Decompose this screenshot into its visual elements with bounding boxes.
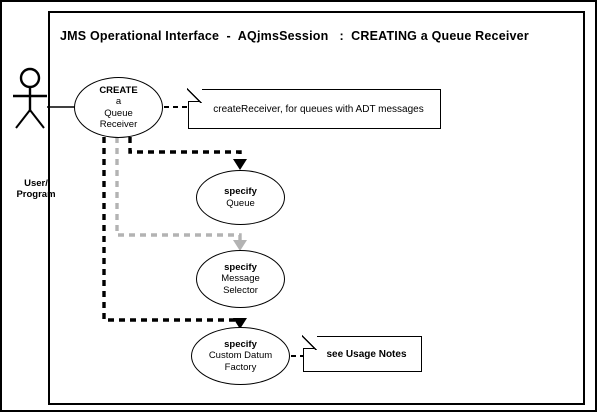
usecase-create-queue-receiver[interactable]: CREATE a Queue Receiver [74, 77, 163, 138]
usecase-line: CREATE [99, 85, 138, 97]
note-body [303, 336, 422, 372]
usecase-line: Queue [104, 107, 133, 119]
actor-label: User/Program [6, 178, 66, 200]
actor-label-line2: Program [16, 189, 56, 200]
system-boundary-box [48, 11, 585, 405]
usecase-line: Message [221, 273, 260, 285]
note-fold-corner-icon [187, 88, 202, 103]
usecase-specify-message-selector[interactable]: specify Message Selector [196, 250, 285, 308]
usecase-line: specify [224, 338, 257, 350]
actor-label-line1: User/ [24, 178, 48, 189]
note-fold-corner-icon [302, 335, 317, 350]
usecase-line: a [115, 96, 122, 108]
note-text: see Usage Notes [326, 348, 407, 360]
usecase-line: Selector [223, 284, 258, 296]
note-text: createReceiver, for queues with ADT mess… [213, 103, 424, 115]
usecase-specify-custom-datum-factory[interactable]: specify Custom Datum Factory [191, 327, 290, 385]
actor-user-program: User/Program [6, 66, 66, 200]
stick-figure-actor-icon [13, 67, 47, 129]
usecase-line: Custom Datum [208, 350, 273, 362]
diagram-title: JMS Operational Interface - AQjmsSession… [60, 29, 529, 43]
usecase-line: Queue [226, 197, 255, 209]
usecase-line: Factory [224, 361, 257, 373]
note-body [188, 89, 441, 129]
usecase-line: Receiver [99, 118, 138, 130]
usecase-specify-queue[interactable]: specify Queue [196, 170, 285, 225]
usecase-line: specify [224, 186, 257, 197]
note-create-receiver: createReceiver, for queues with ADT mess… [187, 88, 441, 129]
note-usage-notes: see Usage Notes [302, 335, 422, 372]
usecase-line: specify [224, 261, 257, 273]
